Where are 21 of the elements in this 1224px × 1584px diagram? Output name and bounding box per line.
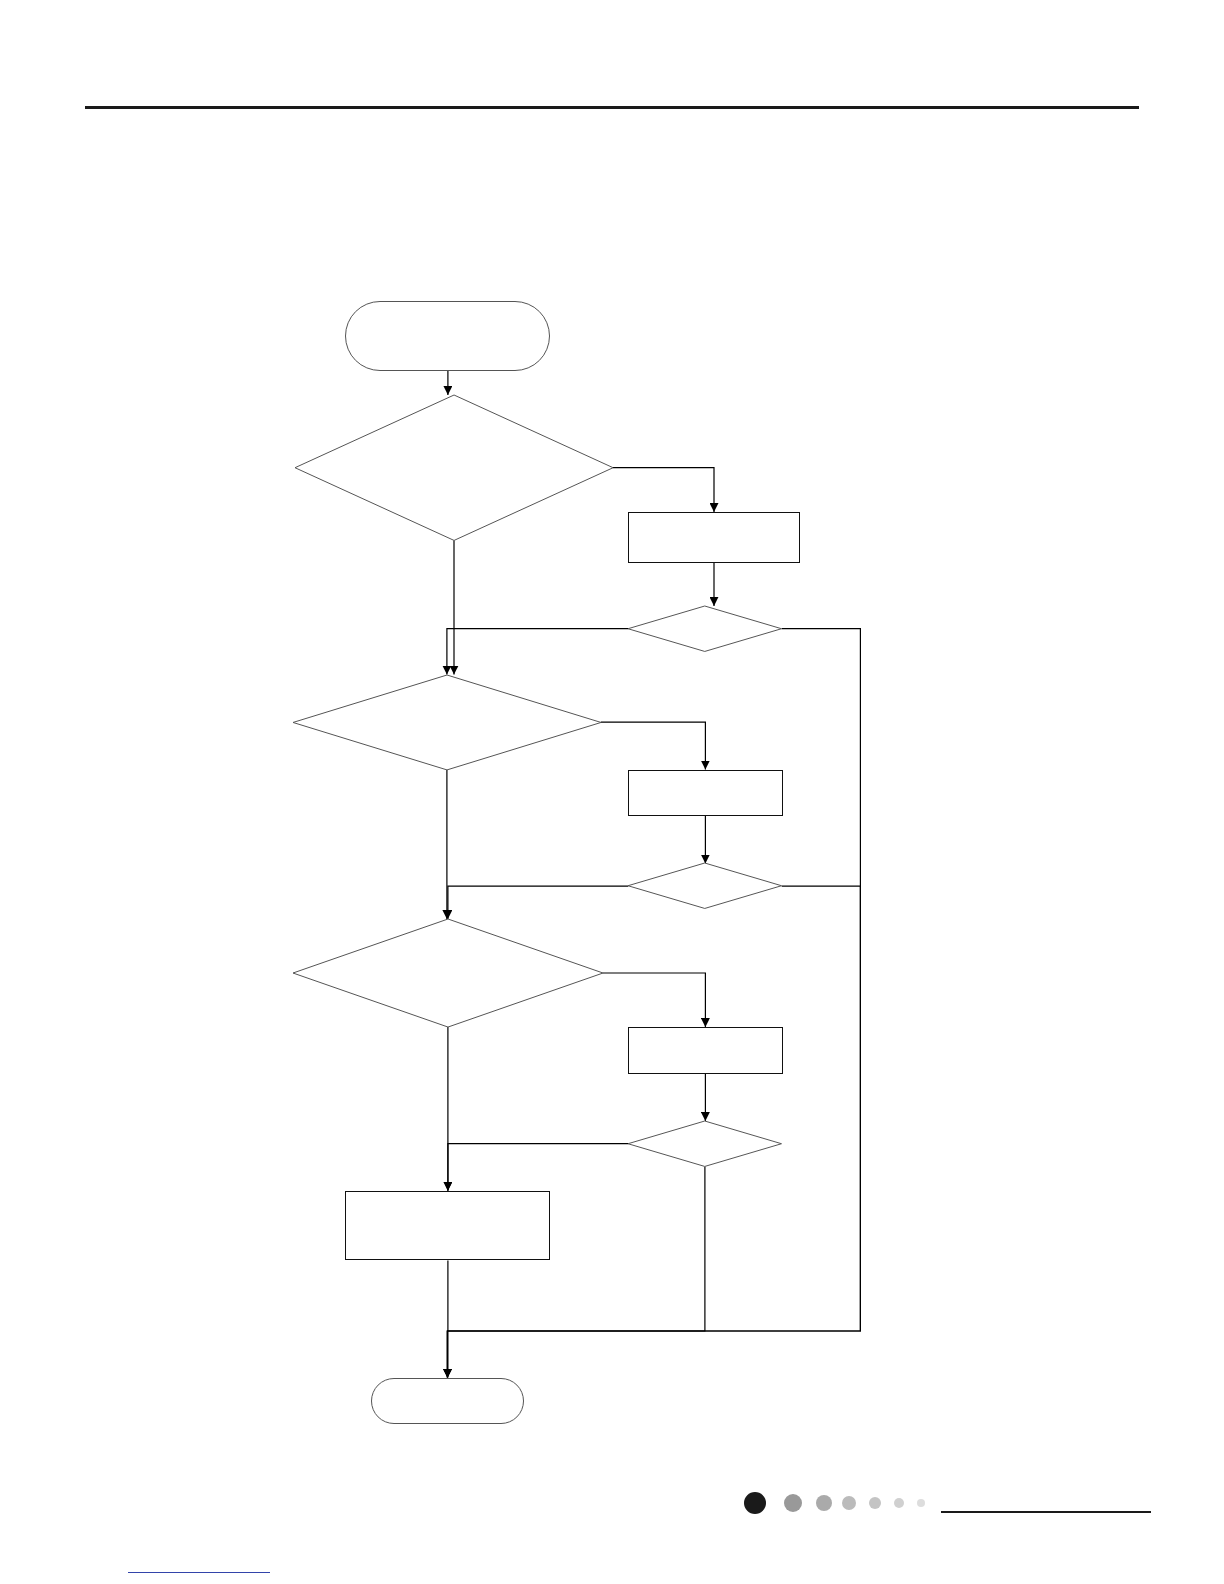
arrow xyxy=(600,721,710,771)
process-box xyxy=(628,1027,783,1074)
decision-diamond xyxy=(292,674,601,770)
decision-diamond xyxy=(294,394,613,541)
process-box xyxy=(628,769,783,816)
decision-diamond xyxy=(628,863,782,909)
arrow xyxy=(612,467,719,513)
arrow xyxy=(443,370,453,396)
decision-diamond xyxy=(628,605,782,652)
arrow xyxy=(709,561,719,607)
process-box xyxy=(628,512,800,563)
decision-diamond xyxy=(292,919,603,1028)
arrow xyxy=(443,1143,629,1192)
arrow xyxy=(700,1072,710,1122)
arrow xyxy=(449,539,459,676)
arrow xyxy=(442,1165,706,1379)
process-box xyxy=(345,1190,551,1261)
arrow xyxy=(700,815,710,865)
arrow xyxy=(442,628,629,676)
arrow xyxy=(602,972,710,1028)
decision-diamond xyxy=(628,1121,782,1167)
